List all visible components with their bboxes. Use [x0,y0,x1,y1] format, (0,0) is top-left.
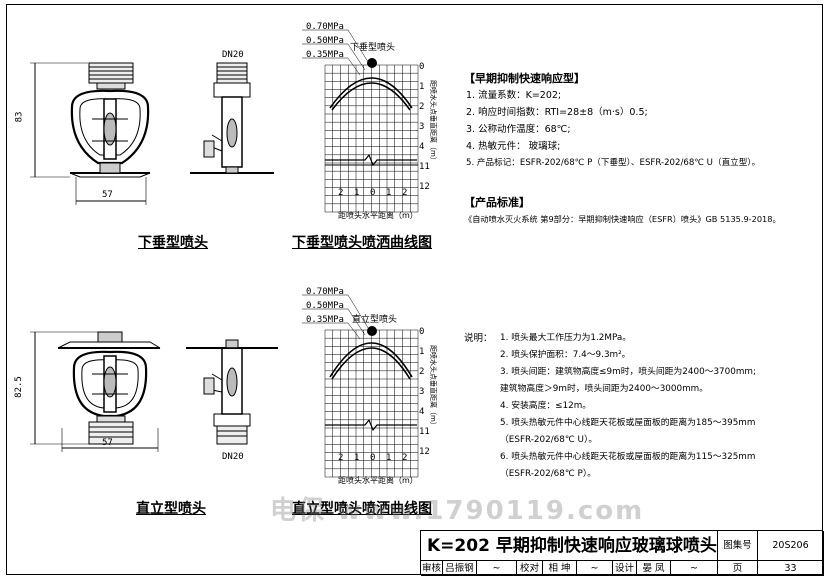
y-tick: 2 [419,367,425,377]
x-axis-label-top: 距喷头水平距离（m） [338,211,418,220]
x-tick: 0 [370,453,376,463]
y-tick: 2 [419,102,425,112]
curve-ticks-top: 0 1 2 3 4 11 12 2 1 0 1 2 距喷头水平距离（m） 距喷水… [300,20,450,230]
pressure-label-070: 0.70MPa [306,22,344,32]
x-tick: 1 [386,453,392,463]
y-tick: 0 [419,62,425,72]
pressure-label-070: 0.70MPa [306,287,344,297]
pendent-sprinkler-side-view [190,62,274,174]
dimension-57-top: 57 [102,190,113,200]
x-tick: 1 [354,453,360,463]
y-tick: 11 [419,427,430,437]
reviewer-signature: ~ [477,561,517,576]
pressure-label-035: 0.35MPa [306,50,344,60]
pressure-label-050: 0.50MPa [306,301,344,311]
checker-signature: ~ [577,561,613,576]
upright-sprinkler-front-view [30,331,161,452]
pendent-sprinkler-front-view [30,62,151,205]
upright-sprinkler-side-view [186,339,278,445]
note-item: 6. 喷头热敏元件中心线距天花板或屋面板的距离为115～325mm [500,452,756,462]
x-tick: 2 [402,188,408,198]
dimension-83: 83 [14,111,25,123]
y-tick: 12 [419,447,430,457]
spec-item: 1. 流量系数：K=202; [466,90,562,101]
spec-item: 4. 热敏元件： 玻璃球; [466,141,561,152]
pendent-curve-label: 下垂型喷头喷洒曲线图 [292,235,432,251]
drawing-title: K=202 早期抑制快速响应玻璃球喷头 [421,531,718,561]
dimension-82-5: 82.5 [13,376,24,398]
checker-name: 相 坤 [543,561,577,576]
note-item: （ESFR-202/68℃ P）。 [500,469,597,479]
x-tick: 2 [338,188,344,198]
x-tick: 2 [402,453,408,463]
reviewer-name: 吕振钢 [443,561,477,576]
y-tick: 1 [419,347,425,357]
curve-ticks-bottom: 0 1 2 3 4 11 12 2 1 0 1 2 距喷头水平距离（m） 距喷水… [300,285,450,495]
spec-block: 【早期抑制快速响应型】 1. 流量系数：K=202; 2. 响应时间指数：RTI… [464,70,819,228]
page-label: 页 [718,561,758,576]
note-item: 2. 喷头保护面积：7.4～9.3m²。 [500,350,631,360]
standard-heading: 【产品标准】 [464,196,530,209]
y-tick: 1 [419,82,425,92]
pressure-label-035: 0.35MPa [306,315,344,325]
x-tick: 1 [386,188,392,198]
standard-text: 《自动喷水灭火系统 第9部分：早期抑制快速响应（ESFR）喷头》GB 5135.… [464,214,781,224]
spec-list: 1. 流量系数：K=202; 2. 响应时间指数：RTI=28±8（m·s）0.… [464,87,819,172]
curve-grid-bottom [324,329,419,478]
notes-list: 1. 喷头最大工作压力为1.2MPa。 2. 喷头保护面积：7.4～9.3m²。… [464,330,819,483]
spec-heading: 【早期抑制快速响应型】 [464,72,585,85]
dimension-57-bottom: 57 [102,438,113,448]
designer-signature: ~ [671,561,718,576]
x-tick: 2 [338,453,344,463]
upright-curve-label: 直立型喷头喷洒曲线图 [292,501,432,517]
note-item: 5. 喷头热敏元件中心线距天花板或屋面板的距离为185～395mm [500,418,756,428]
x-tick: 1 [354,188,360,198]
note-item: （ESFR-202/68℃ U）。 [500,435,598,445]
spec-item: 3. 公称动作温度：68℃; [466,124,571,135]
title-block: K=202 早期抑制快速响应玻璃球喷头 图集号 20S206 审核 吕振钢 ~ … [420,530,824,576]
y-axis-label-top: 距喷水头点垂直距离（m） [429,80,437,164]
y-tick: 3 [419,387,425,397]
dimension-dn20-top: DN20 [222,50,244,60]
review-label: 审核 [421,561,443,576]
page-number: 33 [758,561,824,576]
y-tick: 11 [419,162,430,172]
watermark: 电保 www.1790119.com [270,496,645,526]
note-item: 4. 安装高度：≤12m。 [500,401,592,411]
x-axis-label-bottom: 距喷头水平距离（m） [338,476,418,485]
curve-head-label-top: 下垂型喷头 [350,43,396,53]
note-item: 建筑物高度＞9m时，喷头间距为2400～3000mm。 [500,384,709,394]
curve-head-label-bottom: 直立型喷头 [352,315,398,325]
note-item: 1. 喷头最大工作压力为1.2MPa。 [500,333,632,343]
upright-sprinkler-label: 直立型喷头 [136,501,206,517]
checker-label: 校对 [517,561,543,576]
note-item: 3. 喷头间距：建筑物高度≤9m时，喷头间距为2400～3700mm; [500,367,756,377]
pendent-spray-curve-chart [302,29,419,213]
atlas-number: 20S206 [758,531,824,561]
pendent-sprinkler-label: 下垂型喷头 [138,235,208,251]
y-tick: 12 [419,182,430,192]
notes-prefix: 说明： [464,333,493,344]
y-tick: 4 [419,407,425,417]
designer-label: 设计 [613,561,637,576]
upright-spray-curve-chart [302,294,419,478]
dimension-dn20-bottom: DN20 [222,452,244,462]
atlas-label: 图集号 [718,531,758,561]
spec-item: 2. 响应时间指数：RTI=28±8（m·s）0.5; [466,107,648,118]
y-tick: 0 [419,327,425,337]
drawing-frame [6,4,823,575]
spec-item: 5. 产品标记：ESFR-202/68℃ P（下垂型）、ESFR-202/68℃… [466,158,761,168]
y-axis-label-bottom: 距喷水头点垂直距离（m） [429,345,437,429]
y-tick: 3 [419,122,425,132]
curve-grid-top [324,64,419,213]
notes-block: 说明： 1. 喷头最大工作压力为1.2MPa。 2. 喷头保护面积：7.4～9.… [464,330,819,483]
y-tick: 4 [419,142,425,152]
x-tick: 0 [370,188,376,198]
designer-name: 晏 凤 [637,561,671,576]
pressure-label-050: 0.50MPa [306,36,344,46]
